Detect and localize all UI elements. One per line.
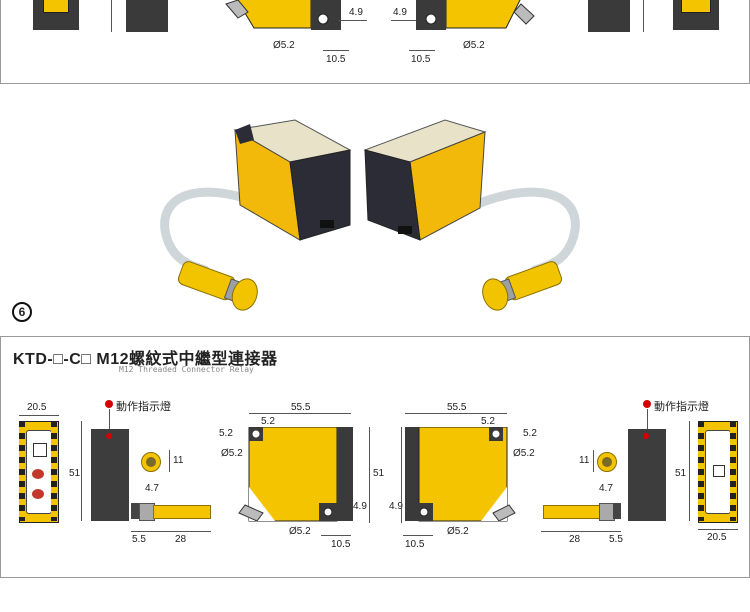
led-label-right: 動作指示燈 <box>654 401 709 413</box>
dim-20-5-left: 20.5 <box>27 402 47 413</box>
sensor-body-right <box>628 429 666 521</box>
dim-4-7-right: 4.7 <box>599 483 613 494</box>
dim-phi-bottom-left: Ø5.2 <box>289 526 311 537</box>
sensor-front-view-right <box>405 427 516 522</box>
top-drawing-panel: 4.9 Ø5.2 10.5 4.9 Ø5.2 10.5 <box>0 0 750 84</box>
spec-title: KTD-□-C□ M12螺紋式中繼型連接器 <box>13 351 278 368</box>
dim-4-7-left: 4.7 <box>145 483 159 494</box>
led-indicator-dot-right <box>643 400 651 408</box>
dim-28-left: 28 <box>175 534 187 545</box>
dim-phi-left: Ø5.2 <box>273 40 295 51</box>
left-sensor-side-view <box>33 0 79 30</box>
dim-11-left: 11 <box>173 455 184 466</box>
dim-5-2-top-right: 5.2 <box>481 416 495 427</box>
product-photo <box>160 119 580 311</box>
dim-5-2-side-right: 5.2 <box>523 428 537 439</box>
sensor-front-view-left <box>238 427 353 522</box>
dim-10-5-right: 10.5 <box>411 54 431 65</box>
led-indicator-dot <box>105 400 113 408</box>
dim-phi-top-left: Ø5.2 <box>221 448 243 459</box>
right-sensor-side-view <box>673 0 719 30</box>
led-label-left: 動作指示燈 <box>116 401 171 413</box>
right-sensor-body <box>588 0 630 32</box>
dim-5-2-side-left: 5.2 <box>219 428 233 439</box>
dim-10-5-center-left: 10.5 <box>331 539 351 550</box>
dim-51-right: 51 <box>675 468 687 479</box>
dim-5-2-top-left: 5.2 <box>261 416 275 427</box>
dim-4-9-left: 4.9 <box>349 7 363 18</box>
dim-11-right: 11 <box>579 455 590 466</box>
dim-51-center-left: 51 <box>373 468 385 479</box>
dim-4-9-right: 4.9 <box>393 7 407 18</box>
dim-51-left: 51 <box>69 468 81 479</box>
left-sensor-body <box>126 0 168 32</box>
dim-4-9-center-left: 4.9 <box>353 501 367 512</box>
dim-phi-right: Ø5.2 <box>463 40 485 51</box>
connector-side-right <box>541 503 621 521</box>
dim-5-5-left: 5.5 <box>132 534 146 545</box>
connector-side-left <box>131 503 211 521</box>
dim-55-5-left: 55.5 <box>291 402 311 413</box>
dim-phi-top-right: Ø5.2 <box>513 448 535 459</box>
connector-face-right <box>597 452 617 472</box>
spec-panel: KTD-□-C□ M12螺紋式中繼型連接器 M12 Threaded Conne… <box>0 336 750 578</box>
connector-face-left <box>141 452 161 472</box>
dim-28-right: 28 <box>569 534 581 545</box>
spec-subtitle: M12 Threaded Connector Relay <box>119 365 254 374</box>
dim-10-5-center-right: 10.5 <box>405 539 425 550</box>
left-sensor-front-bottom <box>225 0 341 30</box>
sensor-body-left <box>91 429 129 521</box>
dim-5-5-right: 5.5 <box>609 534 623 545</box>
dim-4-9-center-right: 4.9 <box>389 501 403 512</box>
sensor-end-view-right <box>698 421 738 523</box>
section-index-badge: 6 <box>12 302 32 322</box>
dim-55-5-right: 55.5 <box>447 402 467 413</box>
dim-10-5-left: 10.5 <box>326 54 346 65</box>
right-sensor-front-bottom <box>416 0 535 30</box>
dim-20-5-right: 20.5 <box>707 532 727 543</box>
dim-phi-bottom-right: Ø5.2 <box>447 526 469 537</box>
